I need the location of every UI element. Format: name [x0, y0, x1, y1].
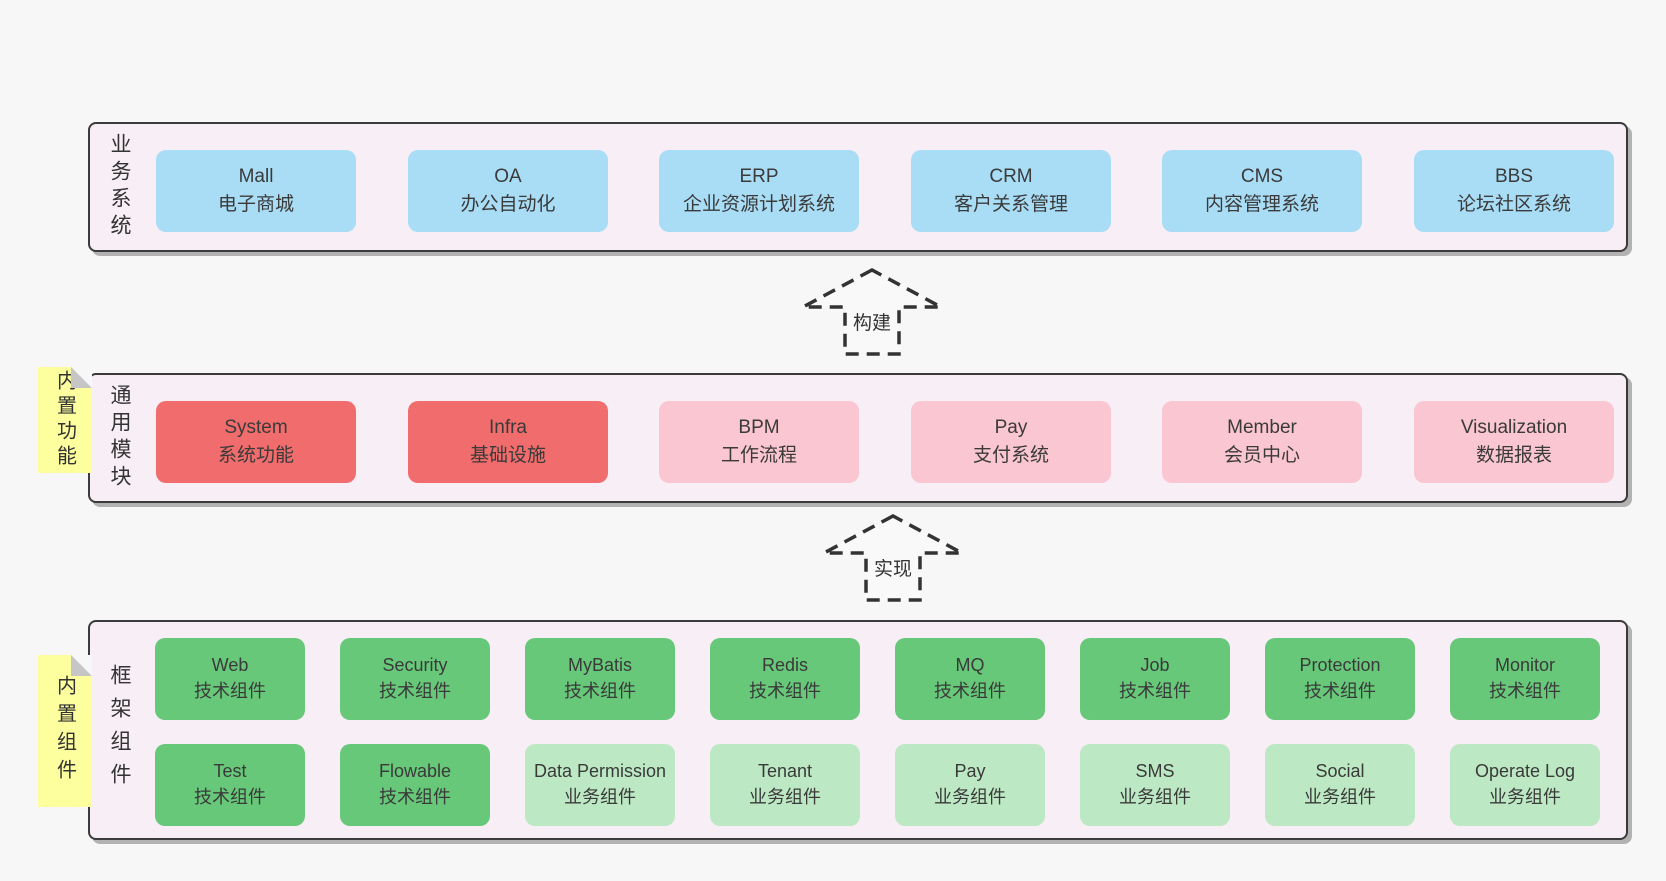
node-title: Member — [1227, 416, 1297, 438]
node-subtitle: 技术组件 — [379, 787, 451, 807]
node-subtitle: 业务组件 — [749, 787, 821, 807]
sticky-note-built-in-features: 内置功能 — [38, 367, 92, 473]
node-test: Test 技术组件 — [155, 744, 305, 826]
node-sms: SMS 业务组件 — [1080, 744, 1230, 826]
node-title: System — [224, 416, 288, 438]
node-crm: CRM 客户关系管理 — [911, 150, 1111, 232]
node-title: Mall — [238, 165, 274, 187]
node-subtitle: 系统功能 — [217, 445, 294, 466]
node-mall: Mall 电子商城 — [156, 150, 356, 232]
node-subtitle: 业务组件 — [1119, 787, 1191, 807]
node-security: Security 技术组件 — [340, 638, 490, 720]
node-bpm: BPM 工作流程 — [659, 401, 859, 483]
node-redis: Redis 技术组件 — [710, 638, 860, 720]
node-title: Pay — [954, 761, 986, 782]
node-title: Operate Log — [1474, 761, 1576, 782]
node-subtitle: 企业资源计划系统 — [682, 194, 835, 215]
node-subtitle: 办公自动化 — [460, 194, 556, 215]
arrow-build-label: 构建 — [849, 308, 895, 335]
node-title: ERP — [739, 165, 779, 187]
node-visualization: Visualization 数据报表 — [1414, 401, 1614, 483]
node-title: CRM — [989, 165, 1033, 187]
node-title: SMS — [1135, 761, 1175, 782]
node-subtitle: 技术组件 — [1304, 681, 1376, 701]
node-subtitle: 客户关系管理 — [953, 194, 1068, 215]
node-bbs: BBS 论坛社区系统 — [1414, 150, 1614, 232]
arrow-implement: 实现 — [818, 512, 968, 604]
node-system: System 系统功能 — [156, 401, 356, 483]
node-subtitle: 电子商城 — [217, 194, 294, 215]
node-subtitle: 业务组件 — [1489, 787, 1561, 807]
node-title: MQ — [955, 655, 985, 676]
sticky-note-built-in-components: 内置组件 — [38, 655, 92, 807]
node-subtitle: 技术组件 — [194, 681, 266, 701]
node-subtitle: 基础设施 — [469, 445, 546, 466]
node-title: OA — [494, 165, 522, 187]
node-operate-log: Operate Log 业务组件 — [1450, 744, 1600, 826]
node-subtitle: 会员中心 — [1223, 445, 1300, 466]
layer-label-business: 业务系统 — [108, 133, 131, 241]
node-subtitle: 工作流程 — [720, 445, 797, 466]
node-subtitle: 业务组件 — [934, 787, 1006, 807]
node-subtitle: 技术组件 — [194, 787, 266, 807]
node-title: MyBatis — [567, 655, 632, 676]
node-subtitle: 数据报表 — [1475, 445, 1552, 466]
node-title: Tenant — [757, 761, 813, 782]
node-mq: MQ 技术组件 — [895, 638, 1045, 720]
node-flowable: Flowable 技术组件 — [340, 744, 490, 826]
node-subtitle: 业务组件 — [564, 787, 636, 807]
node-title: Social — [1315, 761, 1365, 782]
node-title: Redis — [761, 655, 809, 676]
node-title: Test — [213, 761, 247, 782]
node-member: Member 会员中心 — [1162, 401, 1362, 483]
layer-label-components: 框架组件 — [108, 664, 131, 796]
node-title: Security — [382, 655, 448, 676]
node-pay-component: Pay 业务组件 — [895, 744, 1045, 826]
layer-common-modules: 通用模块 System 系统功能 Infra 基础设施 BPM 工作流程 Pay… — [88, 373, 1628, 503]
node-title: Job — [1140, 655, 1170, 676]
node-subtitle: 技术组件 — [379, 681, 451, 701]
node-title: Web — [211, 655, 249, 676]
node-title: BPM — [738, 416, 780, 438]
node-web: Web 技术组件 — [155, 638, 305, 720]
node-title: Data Permission — [533, 761, 667, 782]
arrow-implement-label: 实现 — [870, 554, 916, 581]
node-subtitle: 技术组件 — [1119, 681, 1191, 701]
node-subtitle: 论坛社区系统 — [1456, 194, 1571, 215]
node-title: Infra — [488, 416, 528, 438]
node-monitor: Monitor 技术组件 — [1450, 638, 1600, 720]
node-protection: Protection 技术组件 — [1265, 638, 1415, 720]
layer-framework-components: 框架组件 Web 技术组件 Security 技术组件 MyBatis 技术组件… — [88, 620, 1628, 840]
node-subtitle: 内容管理系统 — [1204, 194, 1319, 215]
node-subtitle: 技术组件 — [564, 681, 636, 701]
node-title: BBS — [1494, 165, 1534, 187]
arrow-build: 构建 — [797, 266, 947, 358]
node-title: Pay — [994, 416, 1028, 438]
node-subtitle: 业务组件 — [1304, 787, 1376, 807]
node-title: Visualization — [1460, 416, 1568, 438]
node-erp: ERP 企业资源计划系统 — [659, 150, 859, 232]
node-tenant: Tenant 业务组件 — [710, 744, 860, 826]
node-title: Monitor — [1494, 655, 1556, 676]
layer-business-systems: 业务系统 Mall 电子商城 OA 办公自动化 ERP 企业资源计划系统 CRM… — [88, 122, 1628, 252]
node-oa: OA 办公自动化 — [408, 150, 608, 232]
node-data-permission: Data Permission 业务组件 — [525, 744, 675, 826]
node-pay-module: Pay 支付系统 — [911, 401, 1111, 483]
node-subtitle: 技术组件 — [934, 681, 1006, 701]
node-title: CMS — [1240, 165, 1284, 187]
node-cms: CMS 内容管理系统 — [1162, 150, 1362, 232]
node-mybatis: MyBatis 技术组件 — [525, 638, 675, 720]
node-subtitle: 技术组件 — [1489, 681, 1561, 701]
node-title: Flowable — [378, 761, 452, 782]
node-subtitle: 技术组件 — [749, 681, 821, 701]
node-infra: Infra 基础设施 — [408, 401, 608, 483]
node-title: Protection — [1299, 655, 1381, 676]
node-job: Job 技术组件 — [1080, 638, 1230, 720]
node-social: Social 业务组件 — [1265, 744, 1415, 826]
layer-label-modules: 通用模块 — [108, 384, 131, 492]
node-subtitle: 支付系统 — [972, 445, 1049, 466]
